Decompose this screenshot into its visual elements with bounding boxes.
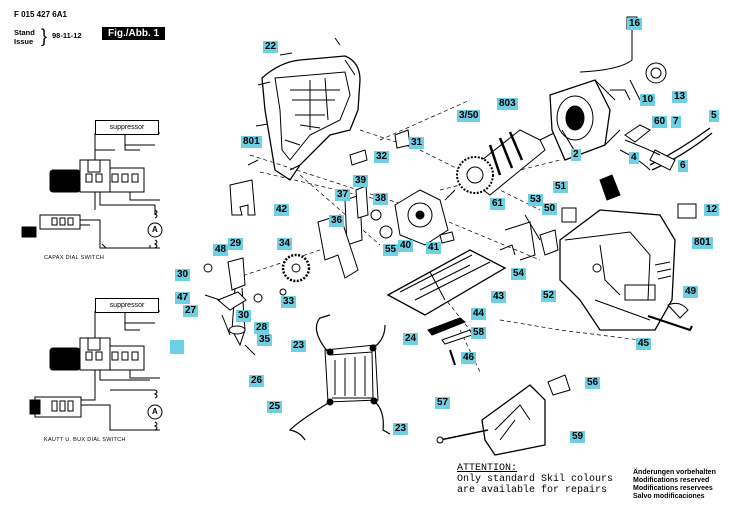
attention-note: ATTENTION: Only standard Skil colours ar… xyxy=(457,463,613,496)
part-46: 46 xyxy=(461,352,477,364)
part-32: 32 xyxy=(374,151,390,163)
part-22: 22 xyxy=(263,41,279,53)
part-45: 45 xyxy=(636,338,652,350)
housing-half-left xyxy=(247,55,361,181)
modifications-es: Salvo modificaciones xyxy=(633,493,705,500)
part-23-bottom: 23 xyxy=(393,423,409,435)
part-47: 47 xyxy=(175,292,191,304)
motor-symbol-2: A xyxy=(152,407,158,416)
gear-housing-plate xyxy=(394,189,449,246)
part-29: 29 xyxy=(228,238,244,250)
part-803: 803 xyxy=(497,98,518,110)
highlight-marker xyxy=(170,340,184,354)
modifications-en: Modifications reserved xyxy=(633,477,710,484)
attention-line-2: are available for repairs xyxy=(457,485,608,496)
part-801-left: 801 xyxy=(241,136,262,148)
part-number-code: F 015 427 6A1 xyxy=(14,10,67,19)
part-34: 34 xyxy=(277,238,293,250)
part-59: 59 xyxy=(570,431,586,443)
part-4: 4 xyxy=(629,152,639,164)
part-2: 2 xyxy=(571,149,581,161)
part-31: 31 xyxy=(409,137,425,149)
part-36: 36 xyxy=(329,215,345,227)
part-50: 50 xyxy=(542,203,558,215)
brace-icon: } xyxy=(41,26,48,46)
wiring-diagram-kautt-bux xyxy=(29,310,163,431)
modifications-de: Änderungen vorbehalten xyxy=(633,469,716,476)
part-55: 55 xyxy=(383,244,399,256)
part-58: 58 xyxy=(471,327,487,339)
part-23-top: 23 xyxy=(291,340,307,352)
part-35: 35 xyxy=(257,334,273,346)
part-6: 6 xyxy=(678,160,688,172)
part-26: 26 xyxy=(249,375,265,387)
armature xyxy=(444,129,561,201)
part-30-bottom: 30 xyxy=(236,310,252,322)
part-44: 44 xyxy=(471,308,487,320)
part-27: 27 xyxy=(183,305,199,317)
issue-block: Stand Issue } 98-11-12 xyxy=(14,27,82,46)
part-37: 37 xyxy=(335,189,351,201)
suppressor-box-2: suppressor xyxy=(95,298,159,313)
modifications-fr: Modifications reservees xyxy=(633,485,713,492)
issue-date: 98-11-12 xyxy=(52,31,82,40)
part-801-right: 801 xyxy=(692,237,713,249)
wiring-diagram-capax xyxy=(21,132,163,249)
figure-label: Fig./Abb. 1 xyxy=(102,27,166,40)
part-3-50: 3/50 xyxy=(457,110,481,122)
base-plate xyxy=(386,249,507,316)
part-60: 60 xyxy=(652,116,668,128)
part-42: 42 xyxy=(274,204,290,216)
part-16: 16 xyxy=(627,18,643,30)
part-49: 49 xyxy=(683,286,699,298)
part-48: 48 xyxy=(213,244,229,256)
part-7: 7 xyxy=(671,116,681,128)
part-39: 39 xyxy=(353,175,369,187)
part-13: 13 xyxy=(672,91,688,103)
drawing-code: F 015 427 6A1 xyxy=(14,10,67,20)
part-61: 61 xyxy=(490,198,506,210)
part-52: 52 xyxy=(541,290,557,302)
part-40: 40 xyxy=(398,240,414,252)
part-57: 57 xyxy=(435,397,451,409)
attention-line-1: Only standard Skil colours xyxy=(457,474,614,485)
switch-label-capax: CAPAX DIAL SWITCH xyxy=(44,255,105,261)
part-12: 12 xyxy=(704,204,720,216)
attention-title: ATTENTION: xyxy=(457,463,518,474)
part-5: 5 xyxy=(709,110,719,122)
motor-symbol-1: A xyxy=(152,225,158,234)
part-41: 41 xyxy=(426,242,442,254)
part-24: 24 xyxy=(403,333,419,345)
part-53: 53 xyxy=(528,194,544,206)
part-33: 33 xyxy=(281,296,297,308)
part-54: 54 xyxy=(511,268,527,280)
part-56: 56 xyxy=(585,377,601,389)
part-43: 43 xyxy=(491,291,507,303)
issue-label: Issue xyxy=(14,37,34,46)
suppressor-box-1: suppressor xyxy=(95,120,159,135)
gear xyxy=(281,253,311,283)
part-38: 38 xyxy=(373,193,389,205)
part-10: 10 xyxy=(640,94,656,106)
part-25: 25 xyxy=(267,401,283,413)
part-28: 28 xyxy=(254,322,270,334)
field-coil xyxy=(549,79,621,161)
stator-wires xyxy=(288,314,391,441)
part-30-top: 30 xyxy=(175,269,191,281)
part-51: 51 xyxy=(553,181,569,193)
plunger-assembly xyxy=(203,257,287,356)
stand-label: Stand xyxy=(14,28,35,37)
switch-label-kautt-bux: KAUTT U. BUX DIAL SWITCH xyxy=(44,437,126,443)
housing-half-right xyxy=(559,209,676,331)
modifications-note: Änderungen vorbehalten Modifications res… xyxy=(633,469,716,501)
